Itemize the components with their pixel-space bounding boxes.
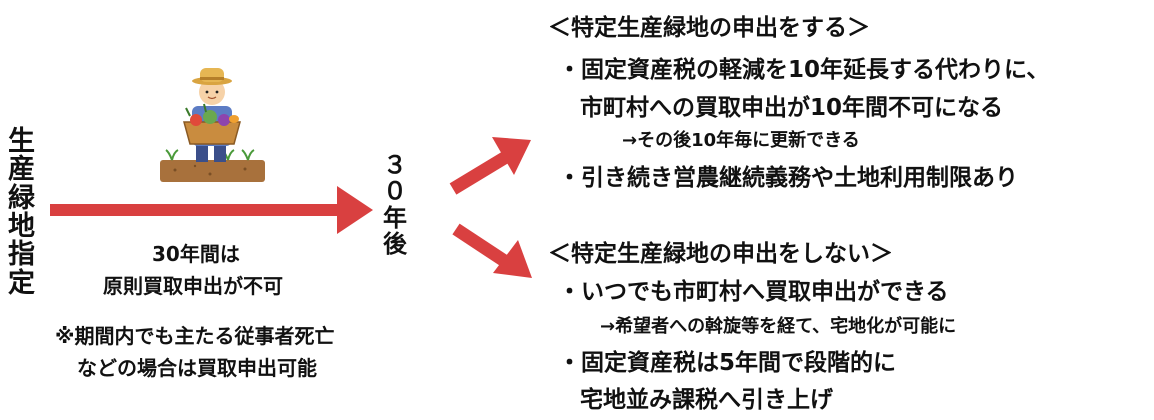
- lower-bullet-2a: ・固定資産税は5年間で段階的に: [558, 350, 897, 376]
- vchar: 産: [8, 154, 35, 186]
- vchar: 後: [383, 230, 407, 259]
- vchar: ０: [383, 177, 407, 206]
- arrow-up-right: [449, 137, 531, 195]
- farmer-illustration: [160, 68, 265, 182]
- center-line-1: 30年間は: [152, 242, 240, 266]
- upper-bullet-1b: 市町村への買取申出が10年間不可になる: [580, 95, 1004, 121]
- vchar: 地: [8, 211, 35, 243]
- lower-bullet-1: ・いつでも市町村へ買取申出ができる: [558, 279, 949, 305]
- center-note-2: などの場合は買取申出可能: [77, 356, 317, 380]
- vchar: 生: [8, 126, 35, 157]
- upper-bullet-1a: ・固定資産税の軽減を10年延長する代わりに、: [558, 57, 1050, 83]
- vchar: 年: [383, 203, 407, 232]
- upper-bullet-2: ・引き続き営農継続義務や土地利用制限あり: [558, 165, 1018, 191]
- upper-bullet-1-sub: →その後10年毎に更新できる: [622, 130, 860, 151]
- arrow-down-right: [452, 223, 532, 278]
- vchar: 緑: [8, 182, 35, 214]
- lower-bullet-2b: 宅地並み課税へ引き上げ: [580, 387, 833, 413]
- lower-heading: ＜特定生産緑地の申出をしない＞: [548, 241, 893, 267]
- vchar: ３: [383, 151, 407, 179]
- vertical-label-30-years-later: ３ ０ 年 後: [383, 152, 407, 258]
- vchar: 指: [8, 239, 35, 271]
- center-note-1: ※期間内でも主たる従事者死亡: [55, 324, 335, 348]
- center-line-2: 原則買取申出が不可: [103, 274, 283, 298]
- vertical-label-productive-green-land: 生 産 緑 地 指 定: [8, 126, 35, 299]
- upper-heading: ＜特定生産緑地の申出をする＞: [548, 15, 870, 41]
- vchar: 定: [8, 267, 35, 299]
- lower-bullet-1-sub: →希望者への斡旋等を経て、宅地化が可能に: [600, 316, 957, 337]
- arrow-right: [50, 186, 373, 234]
